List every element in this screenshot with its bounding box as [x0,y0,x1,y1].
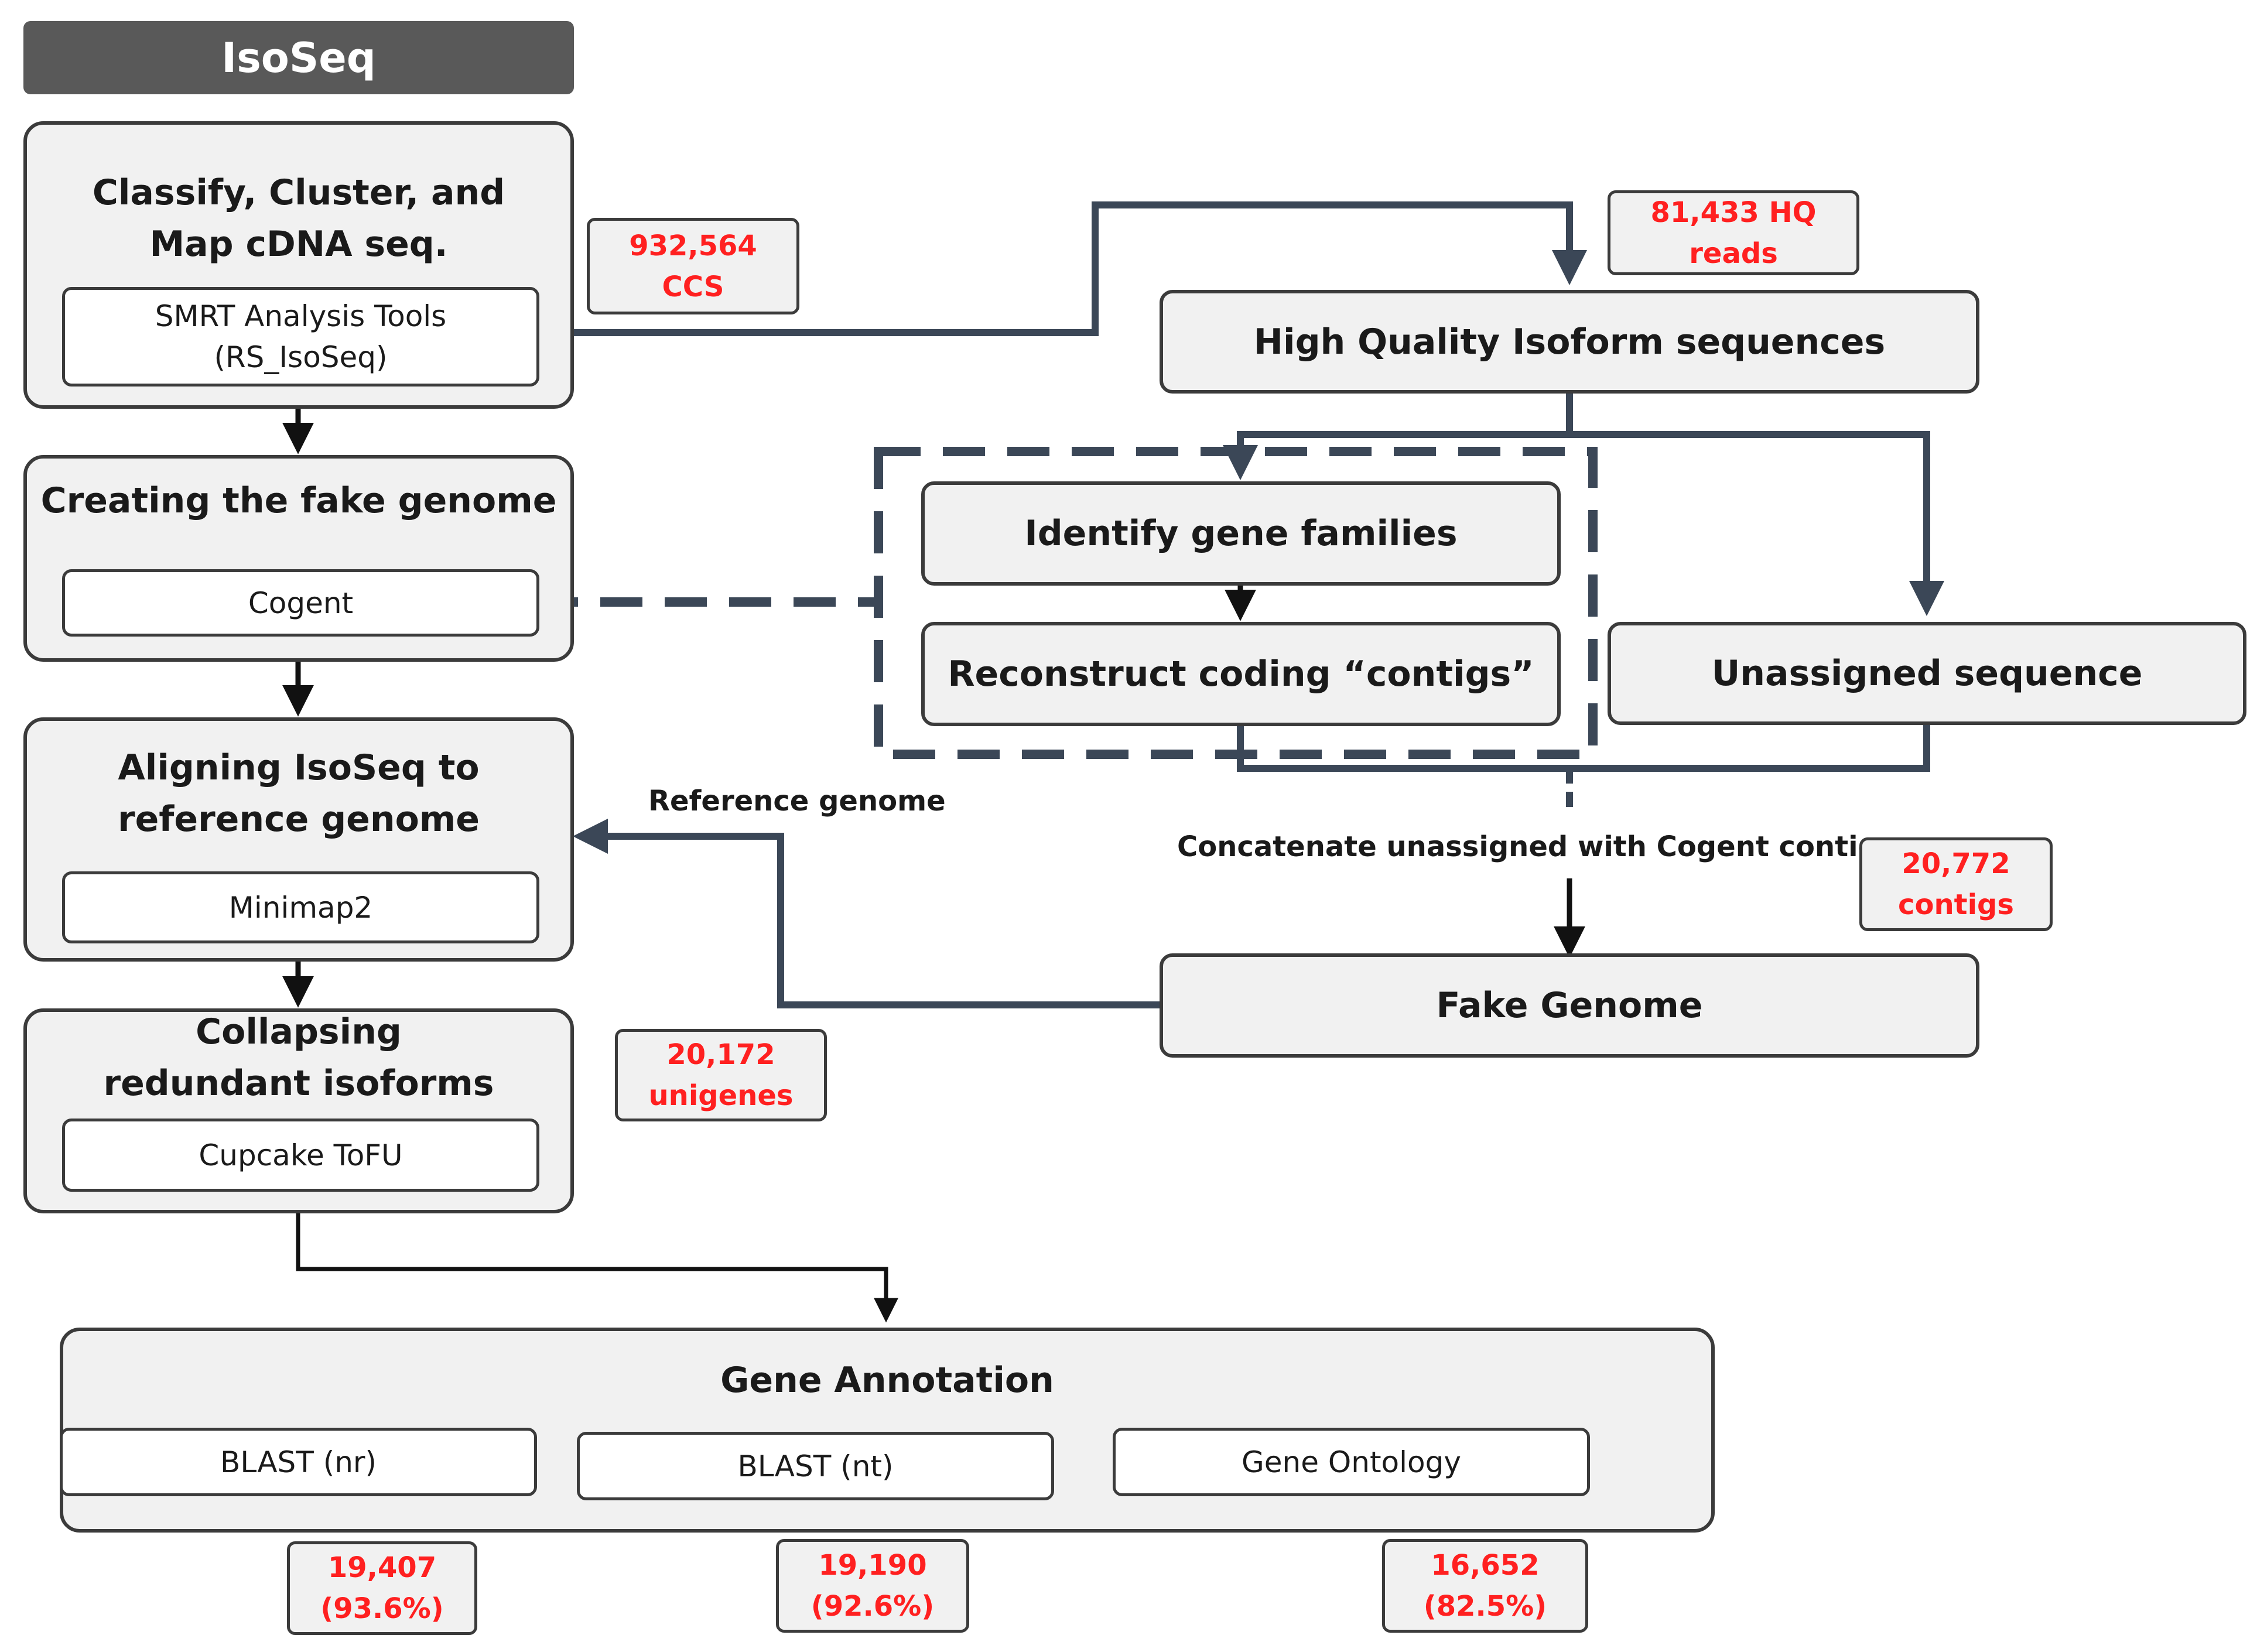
contigs-badge: 20,772 contigs [1859,837,2053,931]
header-banner: IsoSeq [23,21,574,94]
collapse-title: Collapsing redundant isoforms [103,1011,494,1104]
blast-nt-box: BLAST (nt) [577,1432,1054,1500]
blast-nt-count-badge: 19,190 (92.6%) [776,1539,969,1633]
blast-nt-label: BLAST (nt) [737,1449,894,1483]
identify-families-box: Identify gene families [921,481,1561,586]
arrow-collapse-to-annotation [296,1213,898,1323]
unassigned-box: Unassigned sequence [1608,622,2246,725]
connector-hq-to-identify [1223,394,1573,480]
connector-hq-to-unassigned [1569,431,1944,616]
hq-reads-count: 81,433 HQ reads [1650,196,1817,270]
cogent-cluster-outline [874,447,1598,759]
unassigned-label: Unassigned sequence [1711,653,2143,694]
blast-nr-count-badge: 19,407 (93.6%) [287,1541,477,1635]
reference-genome-label: Reference genome [648,785,946,818]
cogent-tool-box: Cogent [62,569,539,637]
identify-families-label: Identify gene families [1024,513,1458,554]
fake-genome-label: Fake Genome [1436,985,1703,1026]
blast-nr-count: 19,407 (93.6%) [320,1551,444,1625]
classify-title: Classify, Cluster, and Map cDNA seq. [92,172,505,265]
blast-nr-label: BLAST (nr) [220,1445,377,1479]
hq-reads-badge: 81,433 HQ reads [1608,190,1859,275]
fake-genome-step: Creating the fake genome Cogent [23,455,574,662]
minimap-tool-box: Minimap2 [62,871,539,943]
ccs-count-badge: 932,564 CCS [587,218,799,314]
go-count: 16,652 (82.5%) [1423,1549,1547,1623]
align-title: Aligning IsoSeq to reference genome [117,747,480,840]
cupcake-tool-box: Cupcake ToFU [62,1119,539,1192]
fake-genome-box: Fake Genome [1160,953,1979,1058]
smrt-tool-label: SMRT Analysis Tools (RS_IsoSeq) [155,299,447,374]
unigenes-count: 20,172 unigenes [648,1038,794,1112]
cupcake-tool-label: Cupcake ToFU [199,1138,403,1172]
reconstruct-contigs-label: Reconstruct coding “contigs” [948,654,1534,695]
connector-reconstruct-merge [1237,725,1930,772]
minimap-tool-label: Minimap2 [228,890,373,925]
hq-isoform-label: High Quality Isoform sequences [1253,321,1886,362]
classify-step: Classify, Cluster, and Map cDNA seq. SMR… [23,121,574,409]
reconstruct-contigs-box: Reconstruct coding “contigs” [921,622,1561,726]
blast-nr-box: BLAST (nr) [60,1428,537,1496]
smrt-tool-box: SMRT Analysis Tools (RS_IsoSeq) [62,287,539,387]
ccs-count: 932,564 CCS [629,229,757,303]
gene-ontology-box: Gene Ontology [1113,1428,1590,1496]
header-title: IsoSeq [221,33,376,82]
concatenate-label: Concatenate unassigned with Cogent conti… [1177,830,1895,863]
gene-ontology-label: Gene Ontology [1242,1445,1461,1479]
cogent-tool-label: Cogent [248,586,354,620]
unigenes-badge: 20,172 unigenes [615,1029,827,1121]
blast-nt-count: 19,190 (92.6%) [811,1549,935,1623]
connector-smrt-to-hq [536,201,1587,336]
collapse-step: Collapsing redundant isoforms Cupcake To… [23,1008,574,1213]
connector-fake-genome-to-align [573,819,1160,1008]
contigs-count: 20,772 contigs [1898,847,2014,921]
gene-annotation-title: Gene Annotation [720,1360,1054,1401]
hq-isoform-box: High Quality Isoform sequences [1160,290,1979,394]
align-step: Aligning IsoSeq to reference genome Mini… [23,717,574,962]
go-count-badge: 16,652 (82.5%) [1382,1539,1588,1633]
fake-genome-title: Creating the fake genome [40,480,557,521]
